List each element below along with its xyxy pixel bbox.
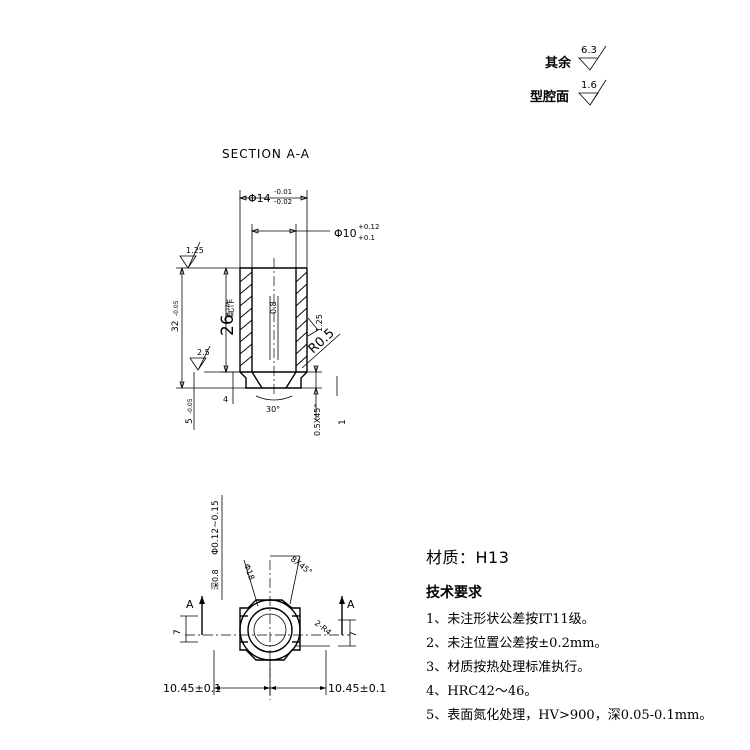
roughness-value-cavity: 1.6 [581,80,597,91]
section-mark-left: A [186,598,194,611]
dim-chamfer-angle: 30° [266,405,280,414]
dim-4: 4 [223,395,228,404]
requirement-item: 3、材质按热处理标准执行。 [426,660,591,675]
section-mark-right: A [347,598,355,611]
requirement-item: 2、未注位置公差按±0.2mm。 [426,636,608,651]
roughness-label-cavity: 型腔面 [530,89,569,105]
dim-length-26: 26 [218,314,238,336]
hatch-right [295,271,308,367]
dim-inner-dia: Φ10 [334,227,357,240]
dim-5-tol: -0.05 [187,398,194,414]
roughness-legend: 其余 6.3 型腔面 1.6 [530,45,607,106]
section-view: Φ14 -0.01 -0.02 Φ10 +0.12 +0.1 [171,188,379,436]
roughness-symbol-other [578,45,607,71]
technical-notes: 材质：H13 技术要求 1、未注形状公差按IT11级。 2、未注位置公差按±0.… [426,544,746,728]
dim-left: 10.45±0.1 [163,682,221,695]
plan-view: A A 深0.8 Φ0.12~0.15 Φ18 8X45° 2-R4 7 7 [163,495,386,700]
dim-5: 5 [185,418,195,424]
roughness-label-other: 其余 [545,55,572,71]
dim-length-26-note: 配作 [224,299,236,317]
dim-inner-tol-lower: +0.1 [358,234,375,242]
dim-7-right: 7 [349,631,359,637]
depth-note: 深0.8 [211,569,220,590]
rough-top-value: 1.25 [186,246,204,255]
dim-chamfer-8: 8X45° [289,554,314,576]
requirement-item: 1、未注形状公差按IT11级。 [426,612,595,627]
inner-note: 0.8 [269,301,278,314]
roughness-value-other: 6.3 [581,45,597,56]
material-label: 材质：H13 [426,548,510,567]
dim-chamfer: 0.5X45° [313,404,322,436]
dim-right: 10.45±0.1 [328,682,386,695]
dim-outer-tol-lower: -0.02 [274,198,292,206]
rough-inner-value: 1.25 [315,314,324,332]
dim-outer-dia: Φ14 [248,192,271,205]
dim-length-total-tol: -0.05 [173,300,180,316]
dim-inner-tol-upper: +0.12 [358,223,379,231]
roughness-symbol-cavity [578,79,607,106]
dim-outer-tol-upper: -0.01 [274,188,292,196]
section-title: SECTION A-A [222,147,310,161]
dim-radius-r4: 2-R4 [313,618,333,637]
requirement-item: 4、HRC42～46。 [426,684,538,699]
requirement-item: 5、表面氮化处理，HV>900，深0.05-0.1mm。 [426,708,713,723]
dim-1: 1 [338,419,348,425]
hatch-left [239,271,253,367]
dim-radius: R0.5 [306,326,338,357]
dim-7-left: 7 [173,629,183,635]
rough-mid-value: 2.5 [197,348,210,357]
flat-note: Φ0.12~0.15 [211,500,221,555]
requirements-title: 技术要求 [426,585,482,601]
dim-length-total: 32 [171,321,181,332]
dim-dia-18: Φ18 [242,563,256,582]
